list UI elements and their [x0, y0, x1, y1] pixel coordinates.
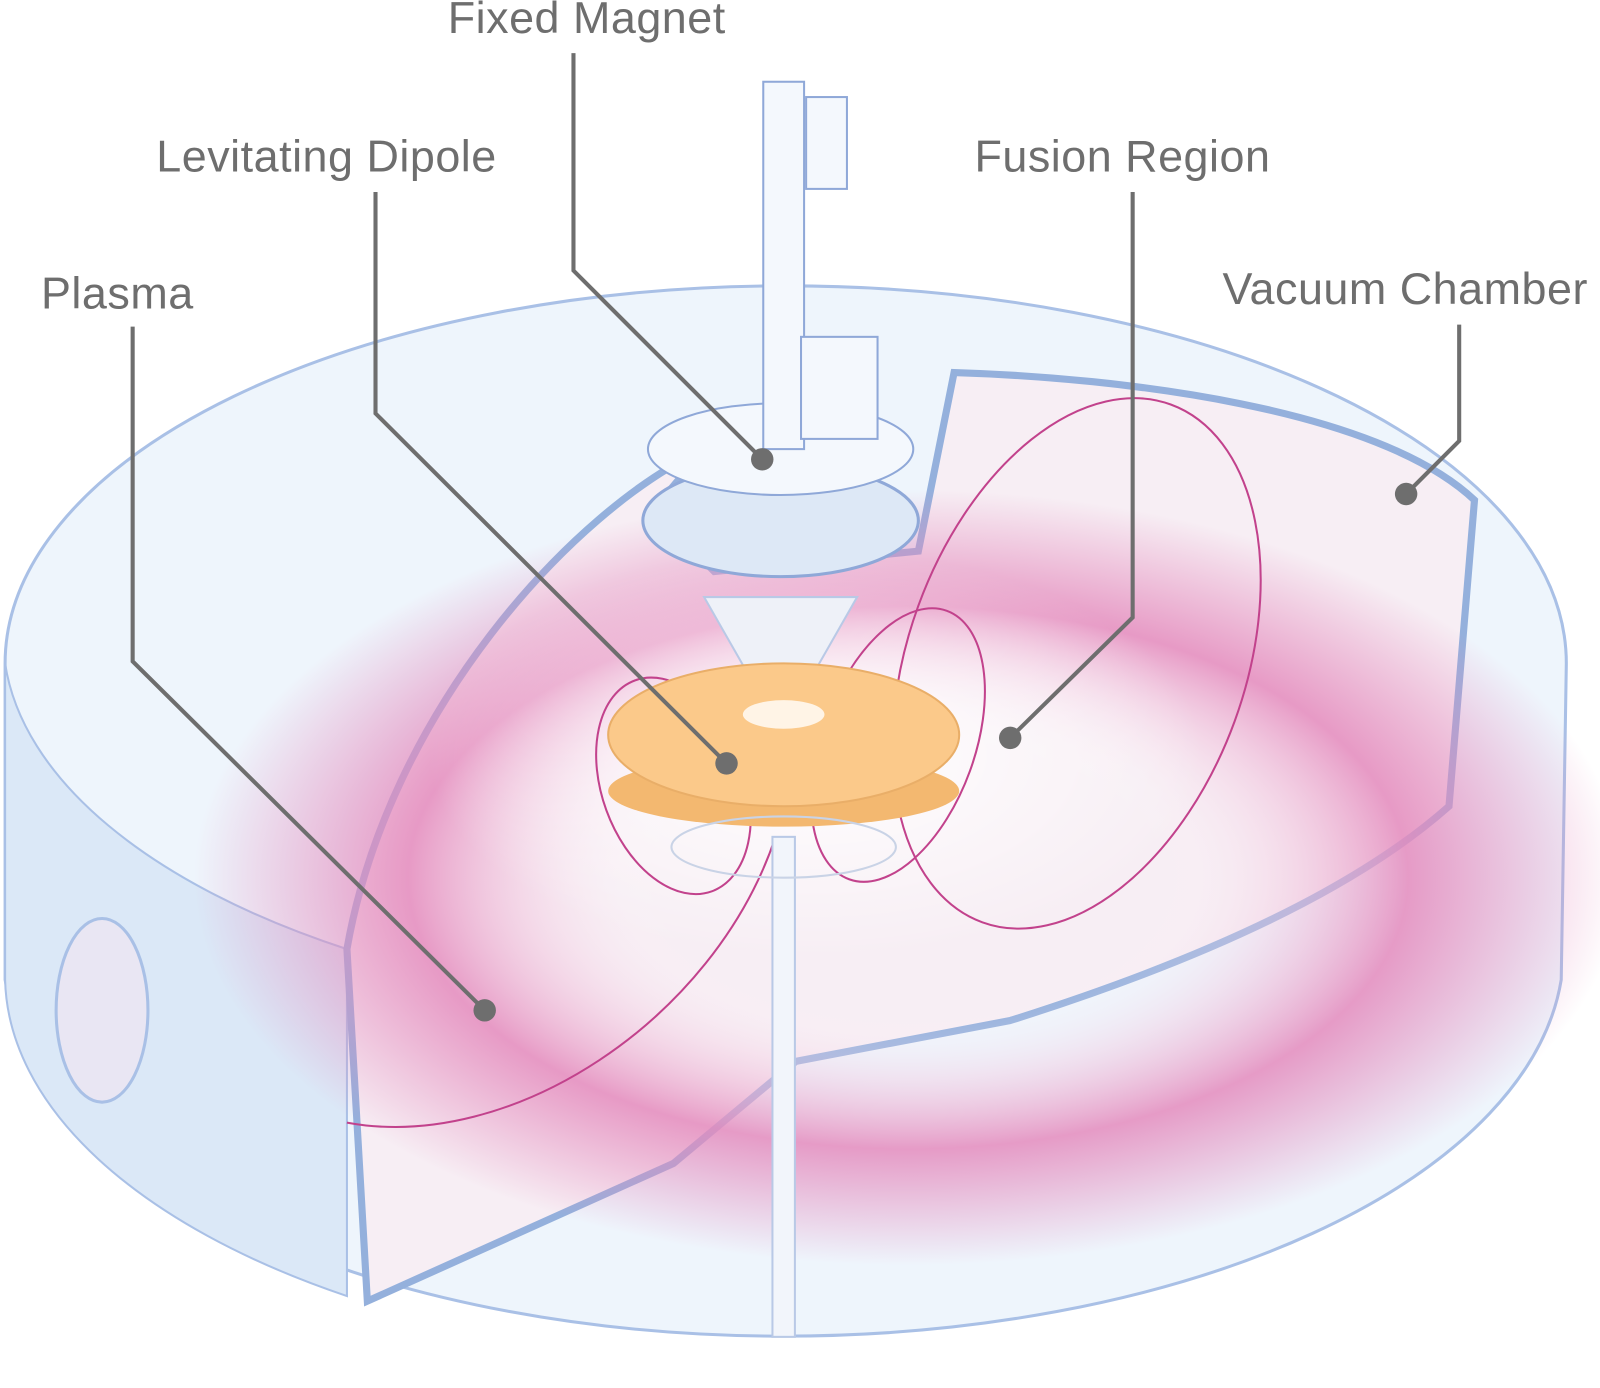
label-vacuum-chamber: Vacuum Chamber [1222, 263, 1587, 314]
fixed-magnet-marker [751, 448, 774, 471]
label-fixed-magnet: Fixed Magnet [448, 0, 726, 43]
fixed-magnet-assembly [641, 80, 920, 1338]
vacuum-chamber-marker [1394, 482, 1418, 506]
plasma-marker [473, 999, 496, 1022]
levitating-dipole-leader [373, 191, 728, 765]
levitating-dipole [607, 662, 961, 879]
plasma-leader [130, 326, 487, 1012]
label-fusion-region: Fusion Region [974, 131, 1270, 182]
label-plasma: Plasma [41, 267, 194, 318]
vacuum-chamber-leader [1404, 324, 1462, 496]
plasma-region [194, 368, 1600, 1307]
fusion-region-marker [998, 726, 1022, 750]
leader-lines [130, 53, 1462, 1022]
levitating-dipole-marker [715, 752, 738, 775]
fusion-region-leader [1008, 191, 1135, 740]
label-levitating-dipole: Levitating Dipole [156, 131, 496, 182]
fixed-magnet-leader [571, 53, 764, 461]
magnetic-field-lines [346, 397, 1262, 1128]
viewport-window [54, 916, 150, 1104]
